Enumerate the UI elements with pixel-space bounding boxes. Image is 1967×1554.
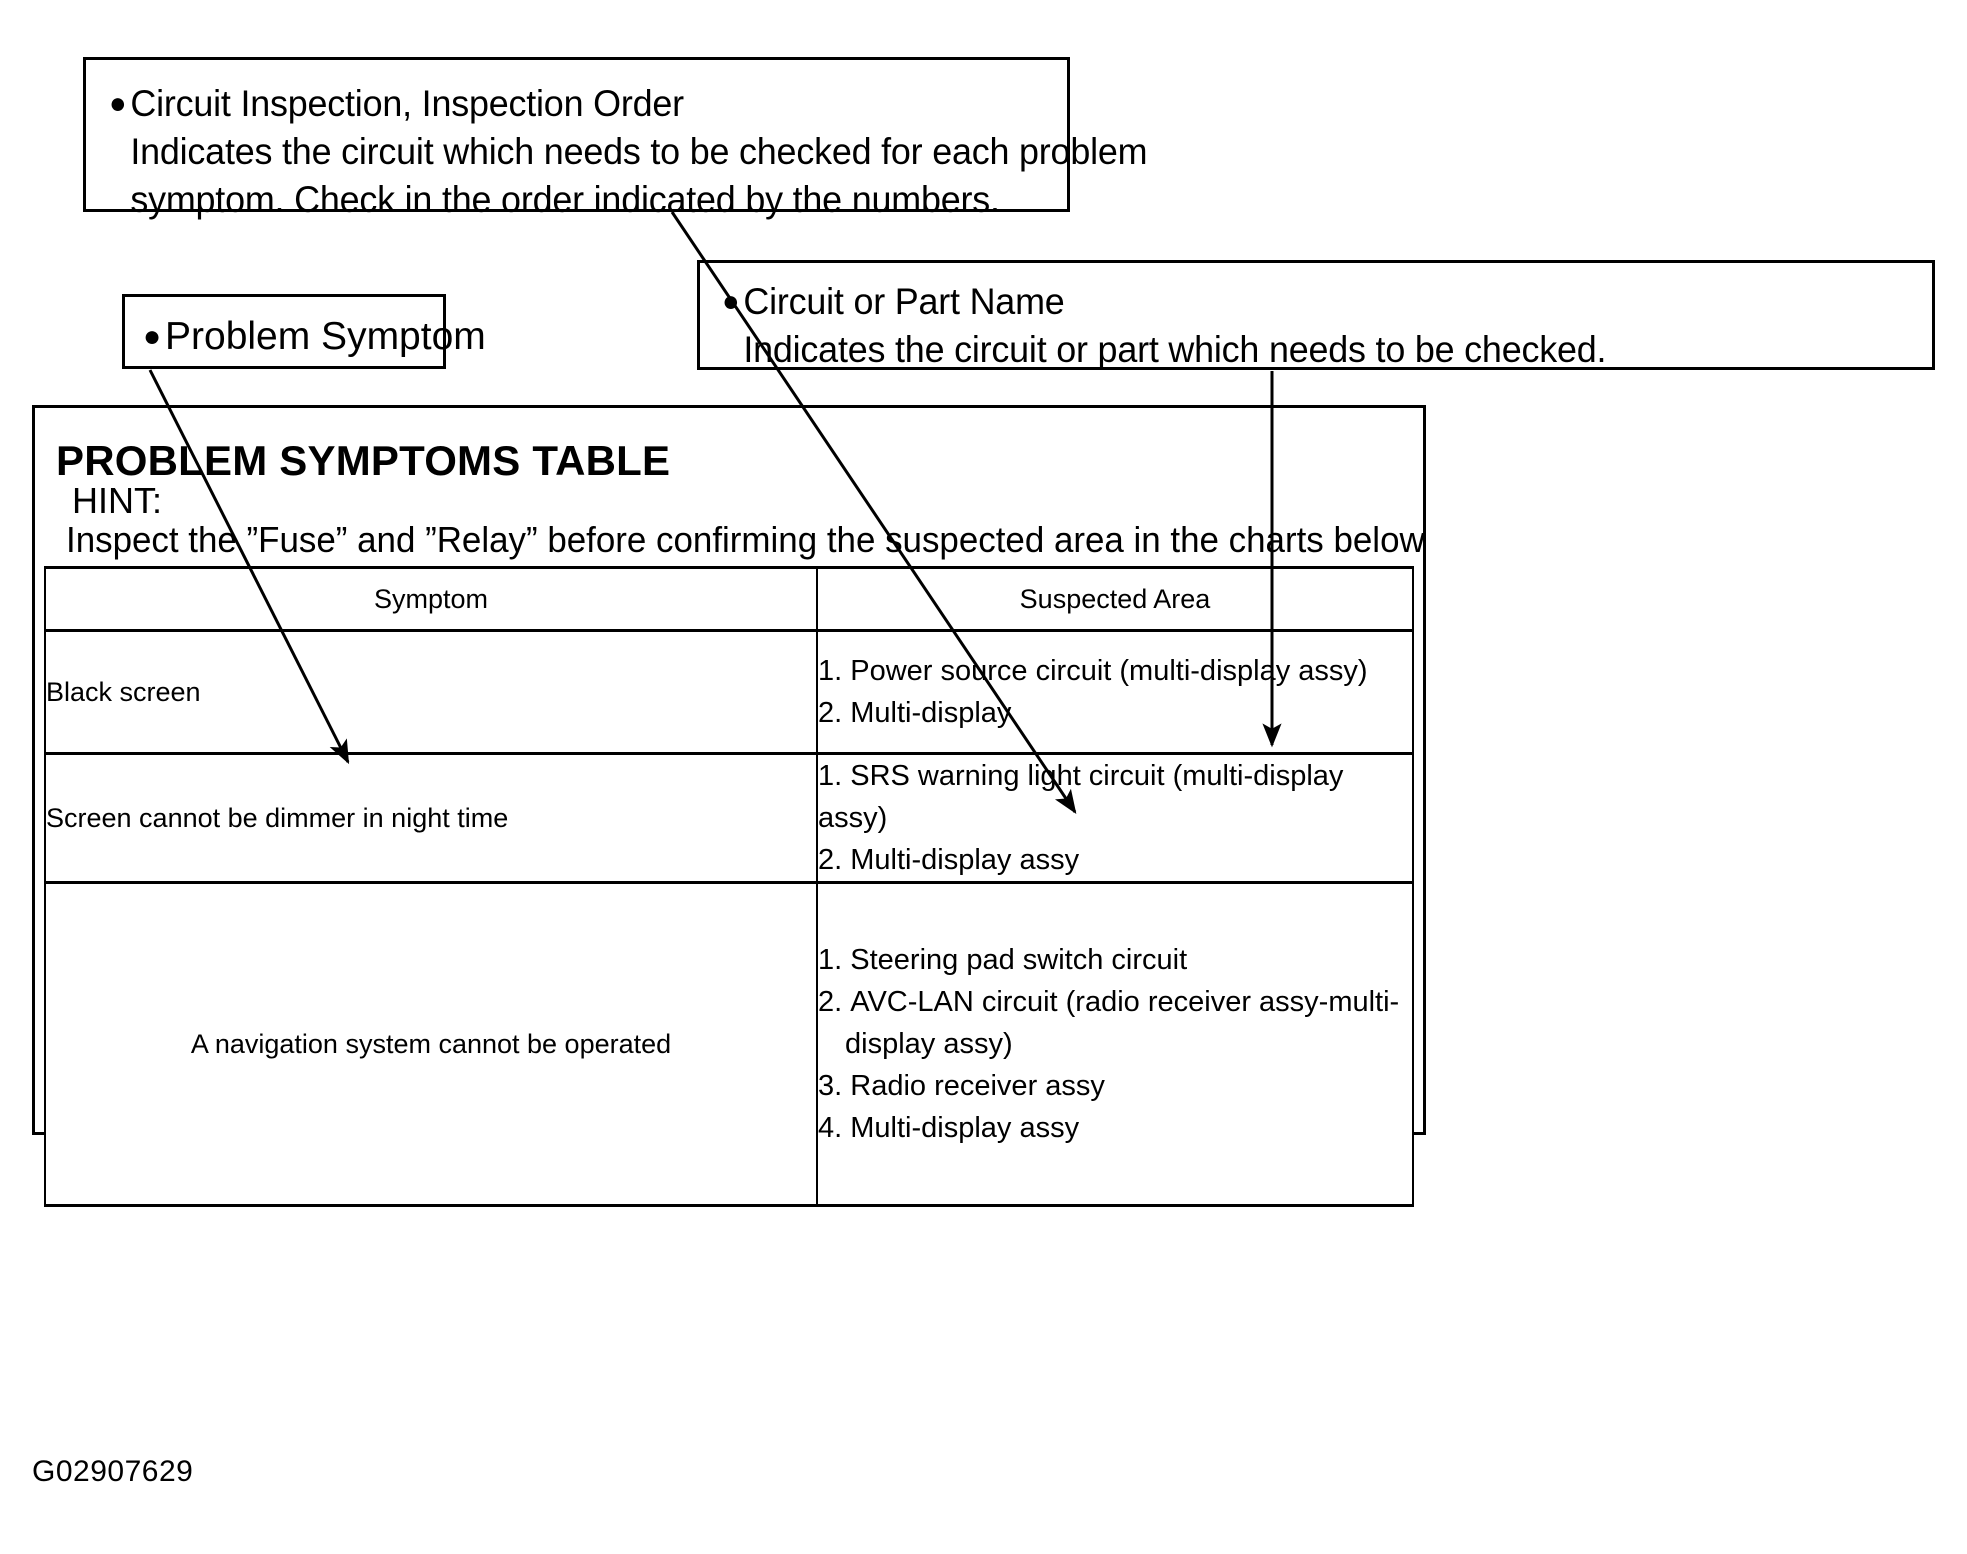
callout-symptom-title-row: ●Problem Symptom <box>143 312 486 363</box>
list-item: 1. Power source circuit (multi-display a… <box>818 650 1412 692</box>
list-item-text: SRS warning light circuit (multi-display… <box>818 760 1352 835</box>
list-item: 2. Multi-display <box>818 692 1412 734</box>
hint-text: Inspect the ”Fuse” and ”Relay” before co… <box>66 519 1425 560</box>
list-item-text: Steering pad switch circuit <box>850 944 1188 977</box>
callout-inspection-title: Circuit Inspection, Inspection Order <box>130 83 684 124</box>
column-header-symptom: Symptom <box>44 566 818 632</box>
hint-label: HINT: <box>72 480 162 521</box>
callout-partname-line2: Indicates the circuit or part which need… <box>743 329 1607 371</box>
callout-circuit-or-part-name: ●Circuit or Part Name Indicates the circ… <box>697 260 1935 370</box>
list-item-text: Power source circuit (multi-display assy… <box>850 654 1368 687</box>
table-row: A navigation system cannot be operated 1… <box>44 882 1414 1208</box>
callout-partname-title: Circuit or Part Name <box>743 281 1065 322</box>
list-item-text-wrap: display assy) <box>845 1028 1013 1061</box>
list-item: 1. SRS warning light circuit (multi-disp… <box>818 755 1412 839</box>
list-item: 4. Multi-display assy <box>818 1107 1412 1149</box>
list-item-text: Multi-display <box>850 697 1012 729</box>
callout-partname-title-row: ●Circuit or Part Name <box>722 278 1896 326</box>
list-item: 2. AVC-LAN circuit (radio receiver assy-… <box>818 981 1412 1065</box>
list-item-text: Multi-display assy <box>850 1112 1080 1145</box>
list-item-text: Multi-display assy <box>850 844 1080 877</box>
callout-inspection-title-row: ●Circuit Inspection, Inspection Order <box>109 80 1038 128</box>
bullet-icon: ● <box>722 285 740 318</box>
bullet-icon: ● <box>143 320 162 353</box>
column-header-suspected-area: Suspected Area <box>816 566 1414 632</box>
list-item: 2. Multi-display assy <box>818 839 1412 881</box>
figure-id: G02907629 <box>32 1455 194 1488</box>
cell-symptom: A navigation system cannot be operated <box>44 882 818 1208</box>
table-row: Black screen 1. Power source circuit (mu… <box>44 630 1414 755</box>
list-item-text: Radio receiver assy <box>850 1070 1105 1103</box>
list-item-number: 4. <box>818 1112 843 1145</box>
cell-suspected-area: 1. SRS warning light circuit (multi-disp… <box>816 753 1414 885</box>
callout-inspection-line2: Indicates the circuit which needs to be … <box>130 131 1148 173</box>
cell-symptom: Black screen <box>44 630 818 755</box>
list-item-number: 3. <box>818 1070 843 1103</box>
table-header-row: Symptom Suspected Area <box>44 566 1414 632</box>
cell-suspected-area: 1. Steering pad switch circuit 2. AVC-LA… <box>816 882 1414 1208</box>
list-item-number: 2. <box>818 986 843 1019</box>
list-item: 1. Steering pad switch circuit <box>818 939 1412 981</box>
list-item: 3. Radio receiver assy <box>818 1065 1412 1107</box>
cell-suspected-area: 1. Power source circuit (multi-display a… <box>816 630 1414 755</box>
table-header: Symptom Suspected Area <box>44 566 1414 632</box>
problem-symptoms-table: Symptom Suspected Area Black screen 1. P… <box>44 566 1414 1208</box>
cell-symptom: Screen cannot be dimmer in night time <box>44 753 818 885</box>
page-title: PROBLEM SYMPTOMS TABLE <box>56 437 671 484</box>
callout-inspection-line3: symptom. Check in the order indicated by… <box>130 179 1000 221</box>
table-row: Screen cannot be dimmer in night time 1.… <box>44 753 1414 885</box>
list-item-number: 1. <box>818 760 843 792</box>
bullet-icon: ● <box>109 87 127 120</box>
list-item-text: AVC-LAN circuit (radio receiver assy-mul… <box>850 986 1400 1019</box>
callout-problem-symptom: ●Problem Symptom <box>122 294 486 369</box>
list-item-number: 1. <box>818 944 843 977</box>
callout-circuit-inspection: ●Circuit Inspection, Inspection Order In… <box>83 57 1148 220</box>
callout-symptom-title: Problem Symptom <box>165 315 486 358</box>
table-body: Black screen 1. Power source circuit (mu… <box>44 630 1414 1208</box>
list-item-number: 2. <box>818 844 843 877</box>
list-item-number: 2. <box>818 697 843 729</box>
list-item-number: 1. <box>818 654 843 687</box>
